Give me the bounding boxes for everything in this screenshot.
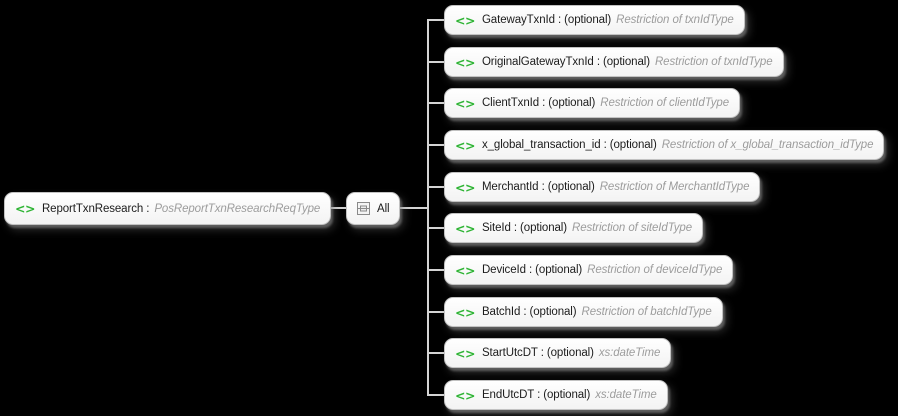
element-label: ReportTxnResearch :: [41, 202, 150, 215]
node-deviceid[interactable]: <> DeviceId : (optional) Restriction of …: [444, 255, 734, 285]
connector-trunk: [427, 19, 429, 396]
element-icon: <>: [455, 345, 475, 361]
all-compositor-icon: [357, 202, 370, 215]
element-type: Restriction of deviceIdType: [587, 264, 723, 276]
connector-all-to-trunk: [396, 207, 429, 209]
element-type: Restriction of txnIdType: [616, 14, 734, 26]
element-label: MerchantId : (optional): [481, 181, 595, 193]
element-label: OriginalGatewayTxnId : (optional): [481, 56, 650, 68]
element-icon: <>: [455, 387, 475, 403]
node-startutcdt[interactable]: <> StartUtcDT : (optional) xs:dateTime: [444, 338, 672, 368]
element-type: Restriction of x_global_transaction_idTy…: [661, 139, 874, 151]
element-label: ClientTxnId : (optional): [481, 97, 596, 109]
node-batchid[interactable]: <> BatchId : (optional) Restriction of b…: [444, 297, 723, 327]
all-label: All: [377, 202, 390, 215]
connector-stub: [428, 227, 445, 229]
element-type: PosReportTxnResearchReqType: [154, 202, 321, 215]
connector-stub: [428, 352, 445, 354]
connector-stub: [428, 186, 445, 188]
element-label: GatewayTxnId : (optional): [481, 14, 612, 26]
node-endutcdt[interactable]: <> EndUtcDT : (optional) xs:dateTime: [444, 380, 668, 410]
element-icon: <>: [455, 304, 475, 320]
node-reporttxnresearch[interactable]: <> ReportTxnResearch : PosReportTxnResea…: [4, 192, 332, 225]
element-type: Restriction of MerchantIdType: [599, 181, 750, 193]
element-icon: <>: [455, 54, 475, 70]
node-x-global-transaction-id[interactable]: <> x_global_transaction_id : (optional) …: [444, 130, 885, 160]
element-label: SiteId : (optional): [481, 222, 567, 234]
node-gatewaytxnid[interactable]: <> GatewayTxnId : (optional) Restriction…: [444, 5, 745, 35]
element-icon: <>: [455, 137, 475, 153]
element-type: Restriction of siteIdType: [572, 222, 693, 234]
element-icon: <>: [455, 95, 475, 111]
element-type: Restriction of clientIdType: [600, 97, 730, 109]
connector-stub: [428, 19, 445, 21]
element-icon: <>: [455, 179, 475, 195]
element-icon: <>: [15, 201, 35, 216]
connector-stub: [428, 144, 445, 146]
element-label: x_global_transaction_id : (optional): [481, 139, 657, 151]
element-icon: <>: [455, 12, 475, 28]
node-originalgatewaytxnid[interactable]: <> OriginalGatewayTxnId : (optional) Res…: [444, 47, 784, 77]
element-icon: <>: [455, 262, 475, 278]
element-label: StartUtcDT : (optional): [481, 347, 594, 359]
element-type: xs:dateTime: [598, 347, 661, 359]
connector-stub: [428, 394, 445, 396]
connector-stub: [428, 102, 445, 104]
element-type: Restriction of txnIdType: [654, 56, 773, 68]
node-merchantid[interactable]: <> MerchantId : (optional) Restriction o…: [444, 172, 761, 202]
node-clienttxnid[interactable]: <> ClientTxnId : (optional) Restriction …: [444, 88, 741, 118]
element-type: Restriction of batchIdType: [581, 306, 712, 318]
connector-stub: [428, 61, 445, 63]
connector-stub: [428, 269, 445, 271]
node-siteid[interactable]: <> SiteId : (optional) Restriction of si…: [444, 213, 704, 243]
element-label: EndUtcDT : (optional): [481, 389, 591, 401]
node-all-compositor[interactable]: All: [346, 192, 401, 225]
element-type: xs:dateTime: [595, 389, 657, 401]
element-label: DeviceId : (optional): [481, 264, 583, 276]
connector-stub: [428, 311, 445, 313]
element-label: BatchId : (optional): [481, 306, 577, 318]
element-icon: <>: [455, 220, 475, 236]
